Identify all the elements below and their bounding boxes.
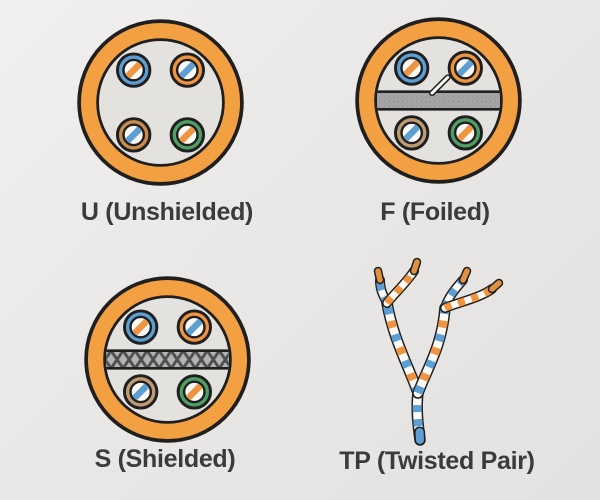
cable-cross-section-unshielded [68, 10, 253, 195]
cable-cross-section-shielded [75, 267, 260, 452]
label-shielded: S (Shielded) [94, 445, 236, 473]
twisted-pair-illustration [330, 253, 540, 463]
cable-cross-section-foiled [346, 8, 531, 193]
label-unshielded: U (Unshielded) [80, 198, 254, 226]
label-twisted-pair: TP (Twisted Pair) [339, 447, 535, 475]
label-foiled: F (Foiled) [380, 198, 490, 226]
